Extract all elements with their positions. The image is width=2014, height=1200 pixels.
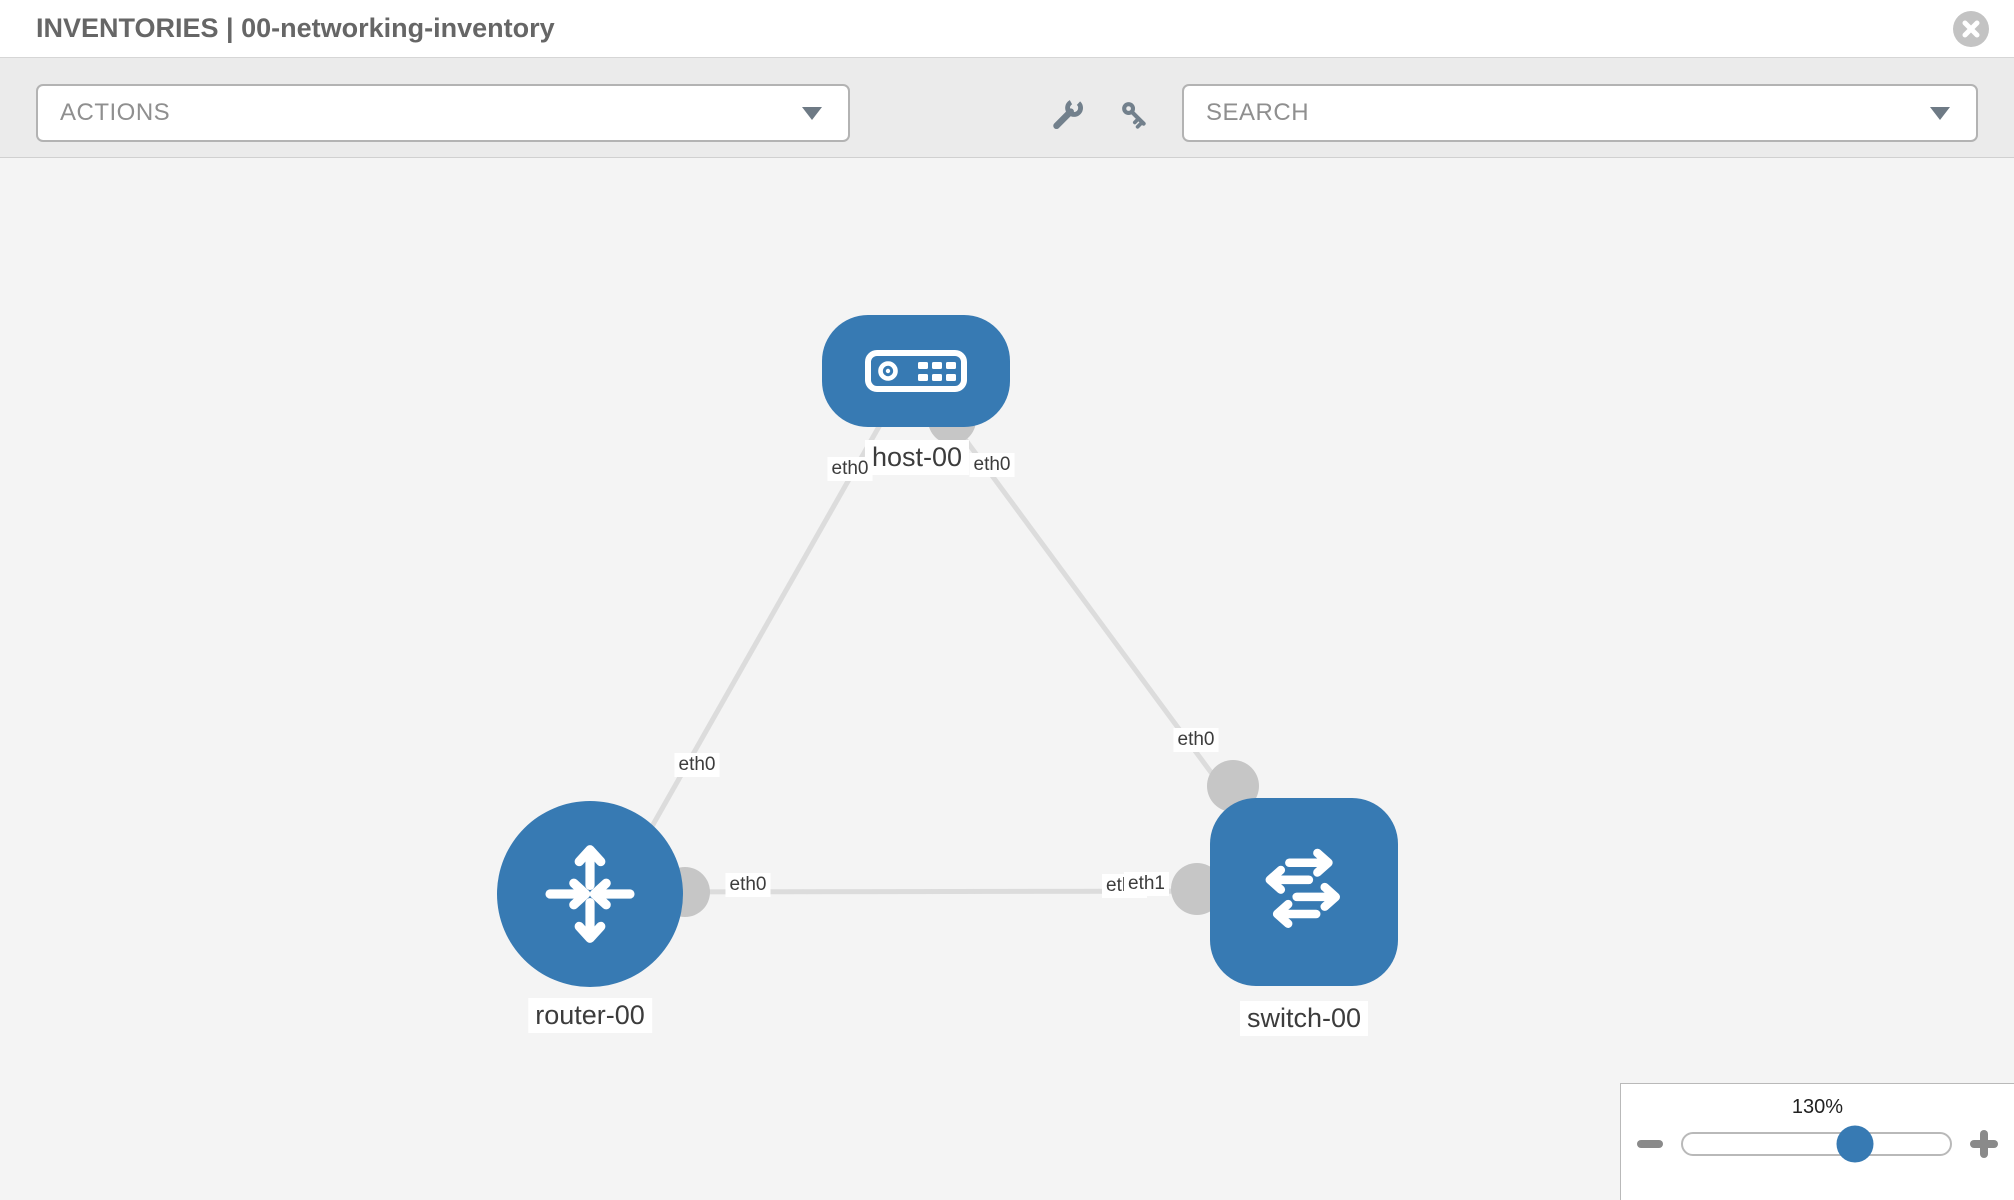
configure-button[interactable] <box>1049 97 1085 133</box>
zoom-slider-track[interactable] <box>1681 1125 1952 1163</box>
node-label-host: host-00 <box>864 440 970 475</box>
chevron-down-icon <box>1930 106 1950 120</box>
port-label: eth0 <box>1173 728 1219 752</box>
graph-links-layer <box>597 396 1303 920</box>
wrench-icon <box>1053 98 1084 130</box>
zoom-slider-row <box>1621 1125 2014 1163</box>
credentials-button[interactable] <box>1117 97 1153 133</box>
topology-canvas[interactable]: host-00 router-00 switch-00 eth0 eth0 et… <box>0 158 2014 1200</box>
node-switch-00[interactable] <box>1210 798 1398 986</box>
server-icon <box>865 350 967 392</box>
zoom-level-value: 130% <box>1791 1096 1844 1118</box>
search-dropdown[interactable]: SEARCH <box>1182 84 1978 142</box>
port-label: eth1 <box>1124 872 1169 896</box>
zoom-in-button[interactable] <box>1970 1130 1998 1158</box>
zoom-panel: 130% <box>1620 1083 2014 1200</box>
node-label-switch: switch-00 <box>1239 1001 1369 1036</box>
plus-icon <box>1970 1130 1998 1158</box>
zoom-out-button[interactable] <box>1637 1139 1663 1149</box>
port-label: eth0 <box>725 873 771 897</box>
port-label: eth0 <box>674 753 720 777</box>
header-bar: INVENTORIES | 00-networking-inventory <box>0 0 2014 58</box>
switch-arrows-icon <box>1265 848 1340 928</box>
search-dropdown-label: SEARCH <box>1206 99 1310 126</box>
router-arrows-icon <box>545 845 635 943</box>
node-label-router: router-00 <box>528 998 652 1033</box>
toolbar: ACTIONS SEARCH <box>0 58 2014 158</box>
port-label: eth0 <box>827 457 873 481</box>
zoom-slider-thumb[interactable] <box>1836 1125 1874 1163</box>
page-title: INVENTORIES | 00-networking-inventory <box>36 13 555 43</box>
key-icon <box>1122 102 1146 129</box>
close-icon <box>1962 20 1980 37</box>
node-router-00[interactable] <box>497 801 683 987</box>
node-host-00[interactable] <box>822 315 1010 427</box>
close-button[interactable] <box>1953 10 1989 47</box>
minus-icon <box>1637 1140 1663 1148</box>
actions-dropdown-label: ACTIONS <box>60 99 171 126</box>
actions-dropdown[interactable]: ACTIONS <box>36 84 850 142</box>
chevron-down-icon <box>802 106 822 120</box>
port-label: eth0 <box>969 453 1015 477</box>
